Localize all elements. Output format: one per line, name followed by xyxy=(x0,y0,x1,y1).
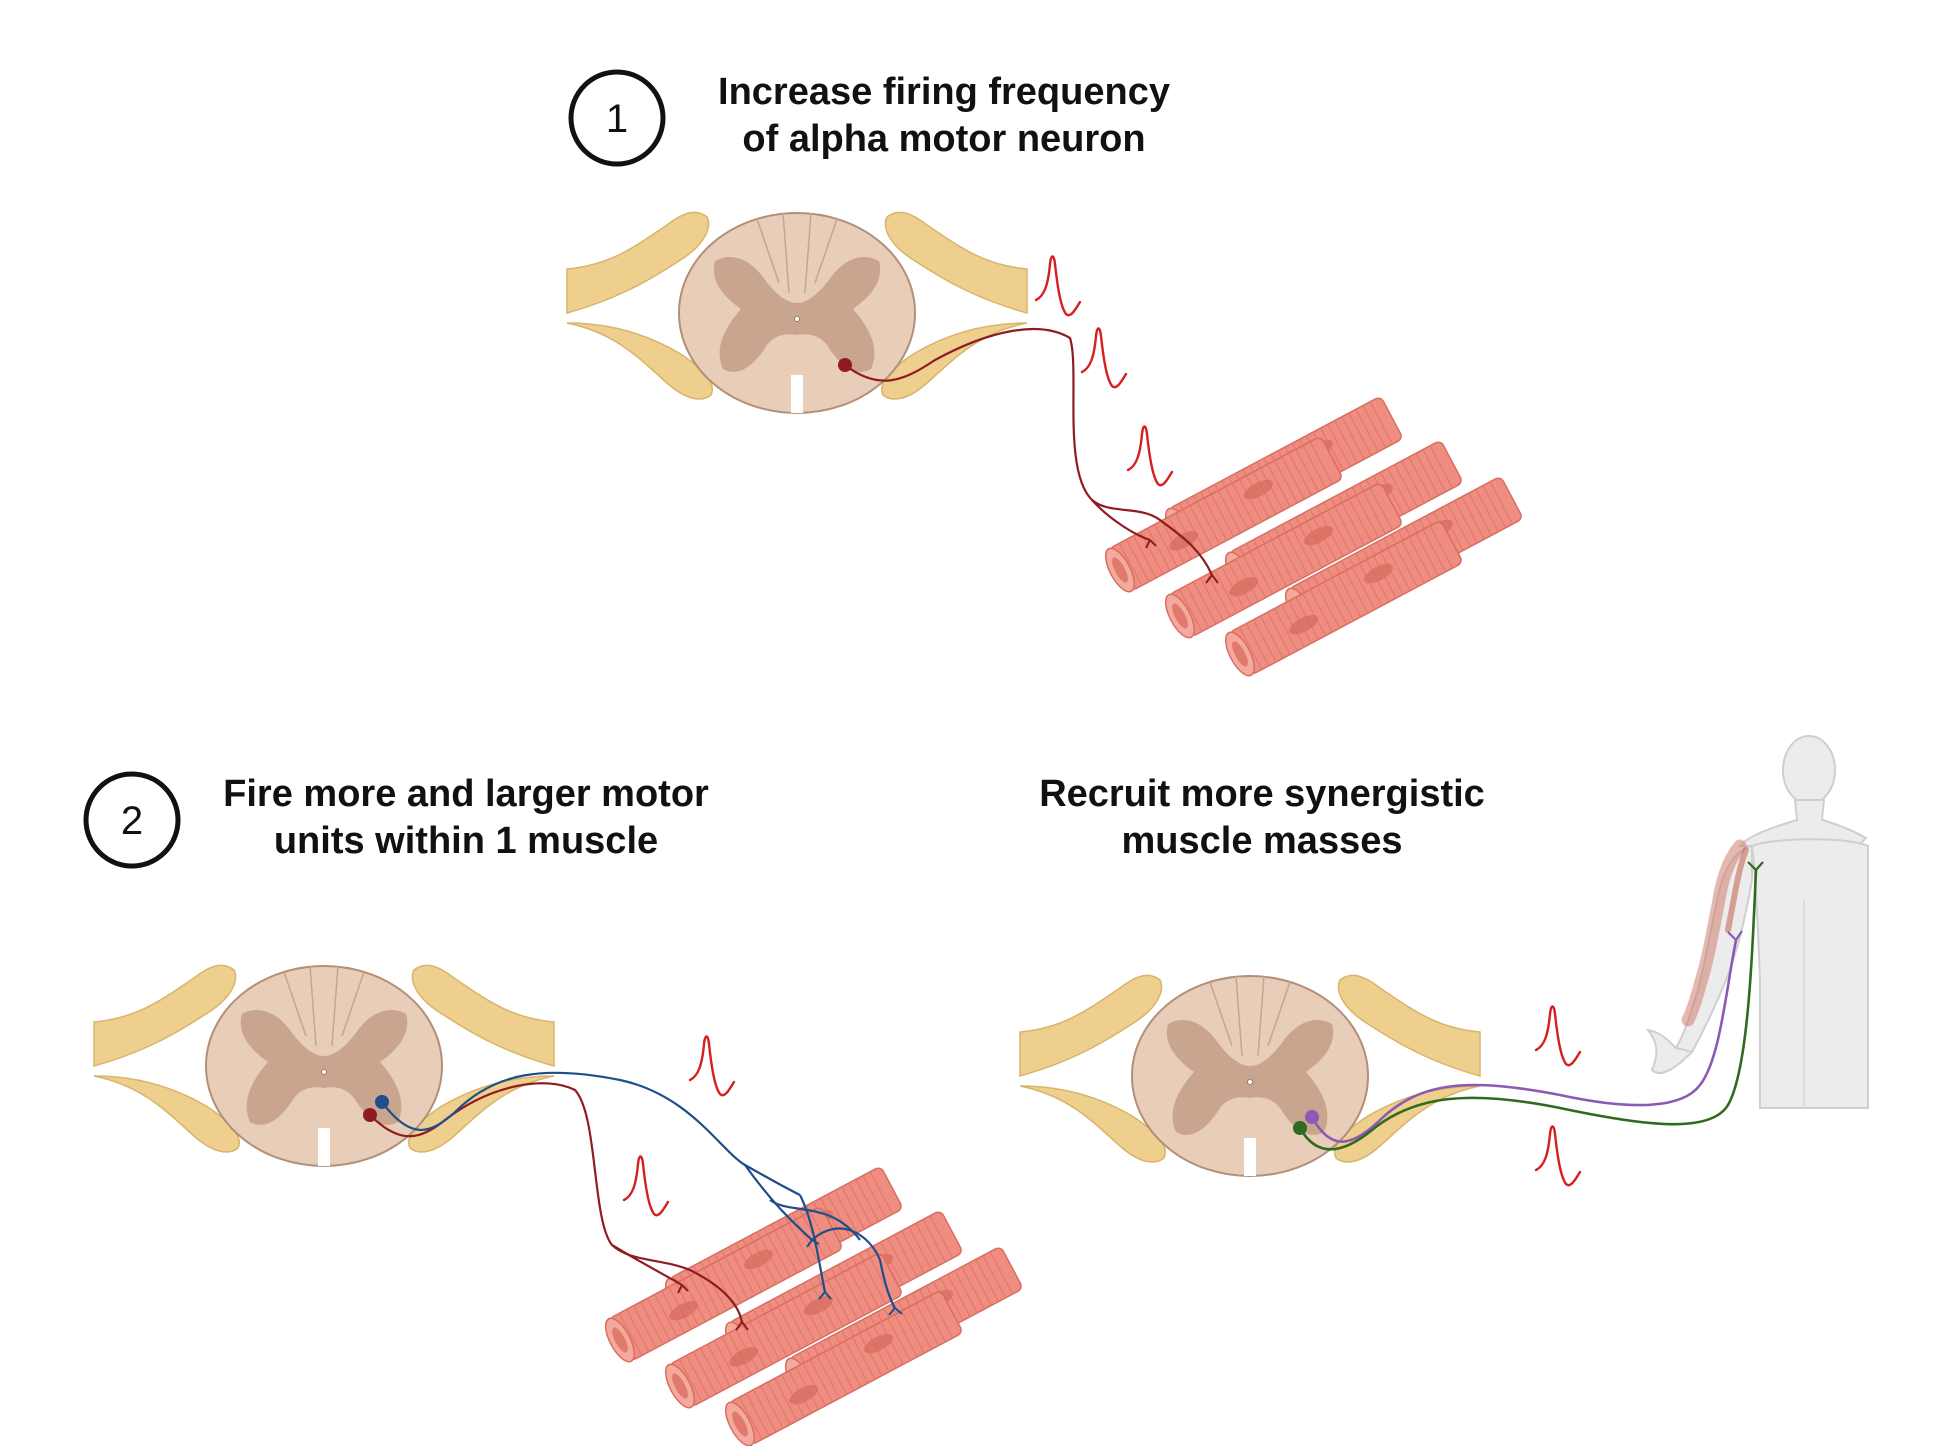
panel-2-title-line-2: units within 1 muscle xyxy=(274,820,658,862)
panel-3: Recruit more synergistic muscle masses xyxy=(1019,735,1869,1187)
human-figure xyxy=(1645,735,1869,1109)
step-2-number: 2 xyxy=(121,799,143,843)
action-potential-2b xyxy=(622,1155,670,1217)
action-potential-1b xyxy=(1080,327,1128,389)
spinal-cord-3 xyxy=(1019,974,1481,1177)
panel-3-title-line-2: muscle masses xyxy=(1122,820,1403,862)
motor-neuron-purple-3 xyxy=(1305,930,1743,1143)
panel-3-title-line-1: Recruit more synergistic xyxy=(1039,773,1485,815)
motor-neuron-green-3 xyxy=(1293,861,1764,1151)
action-potential-3b xyxy=(1534,1125,1582,1187)
action-potential-1a xyxy=(1034,255,1082,317)
action-potential-3a xyxy=(1534,1005,1582,1067)
motor-neuron-red-1 xyxy=(838,328,1219,584)
muscle-bundle-1 xyxy=(1100,396,1523,680)
step-1-number: 1 xyxy=(606,97,628,141)
motor-neuron-blue-2 xyxy=(375,1071,903,1316)
spinal-cord-2 xyxy=(93,964,555,1167)
panel-1-title-line-2: of alpha motor neuron xyxy=(742,118,1145,160)
action-potential-1c xyxy=(1126,425,1174,487)
panel-2-title-line-1: Fire more and larger motor xyxy=(223,773,709,815)
action-potential-2a xyxy=(688,1035,736,1097)
panel-1-title-line-1: Increase firing frequency xyxy=(718,71,1170,113)
spinal-cord-1 xyxy=(566,211,1028,414)
panel-1: 1 Increase firing frequency of alpha mot… xyxy=(566,69,1523,680)
step-2-circle xyxy=(83,771,181,869)
step-1-circle xyxy=(568,69,666,167)
panel-2: 2 Fire more and larger motor units withi… xyxy=(83,771,1023,1446)
